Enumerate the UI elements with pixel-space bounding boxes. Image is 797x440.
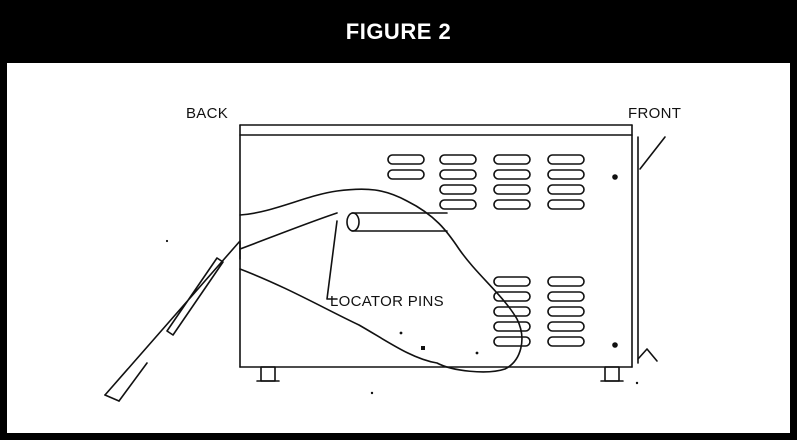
label-front: FRONT xyxy=(628,105,682,122)
label-locator-pins: LOCATOR PINS xyxy=(330,293,444,310)
locator-pins-leader xyxy=(326,220,338,300)
label-back: BACK xyxy=(186,105,229,122)
lower-vents xyxy=(493,276,585,347)
cabinet-feet xyxy=(256,366,624,382)
screw-upper xyxy=(612,174,618,180)
front-latch xyxy=(637,348,658,362)
screw-lower xyxy=(612,342,618,348)
side-panel-bottom xyxy=(104,394,120,402)
figure-title: FIGURE 2 xyxy=(345,18,452,44)
release-lever xyxy=(118,362,148,402)
side-panel-outline xyxy=(104,240,241,396)
hand-outline xyxy=(239,188,523,373)
diagram-panel: BACK FRONT LOCATOR PINS xyxy=(7,63,790,433)
unit-diagram xyxy=(104,124,666,402)
wrist-line xyxy=(239,212,338,250)
front-leader xyxy=(639,136,666,170)
upper-vents xyxy=(387,154,585,210)
locator-pin xyxy=(351,212,448,232)
